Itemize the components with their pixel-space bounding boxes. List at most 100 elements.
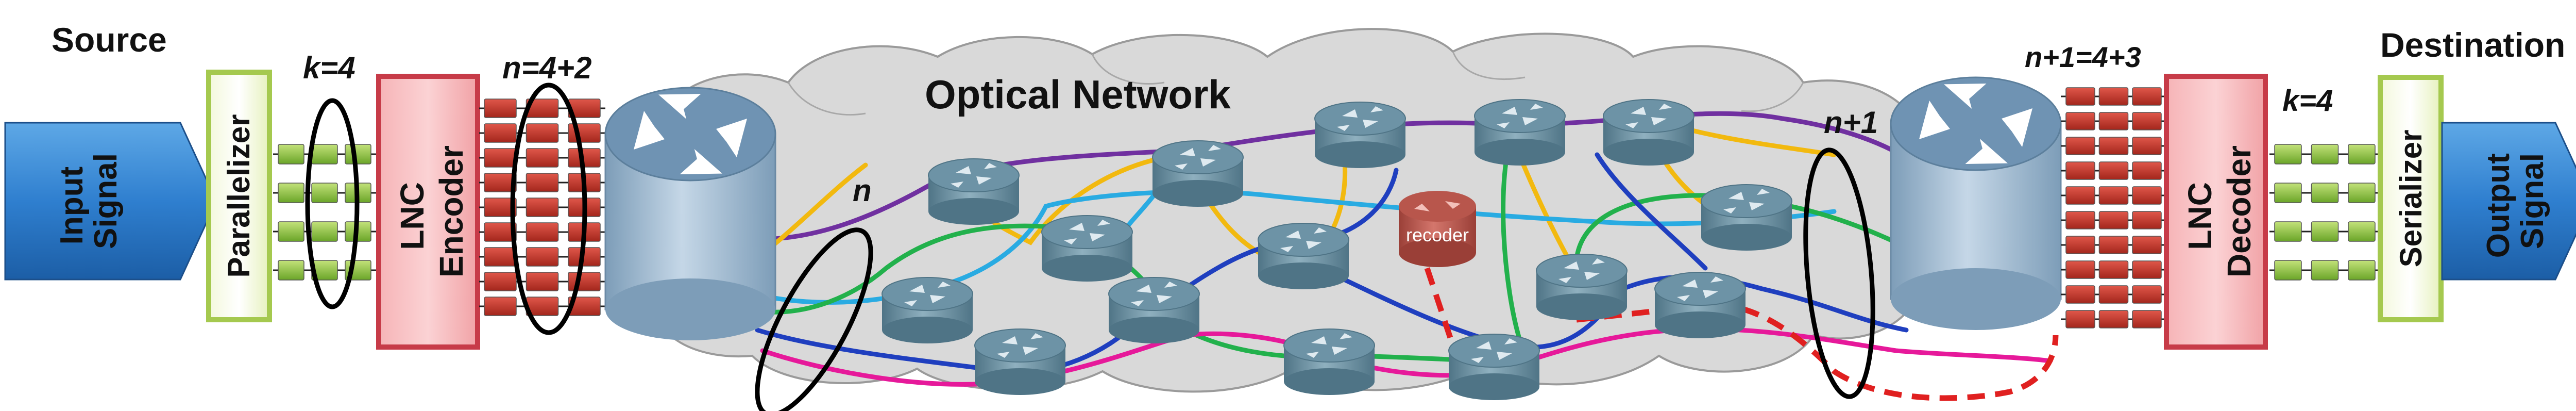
router-arrows-icon (1919, 84, 2032, 164)
green-packet (2348, 144, 2376, 165)
n-link-label: n (853, 173, 872, 208)
router-arrows-icon (1131, 282, 1177, 306)
source-label: Source (52, 21, 167, 59)
green-packet (2311, 221, 2339, 242)
output-signal-label-1: Output (2481, 153, 2516, 258)
n-encoder-label: n=4+2 (502, 51, 591, 85)
green-packet (345, 144, 371, 165)
optical-network-label: Optical Network (925, 72, 1231, 117)
red-packet (526, 272, 559, 291)
router-node (974, 328, 1066, 395)
red-packet (2098, 236, 2129, 254)
router-arrows-icon (1337, 106, 1383, 131)
lnc-encoder-block: LNC Encoder (376, 74, 480, 350)
recoder-label: recoder (1406, 224, 1469, 245)
router-arrows-icon (997, 333, 1043, 358)
red-packet (2132, 87, 2162, 106)
red-packet (2132, 285, 2162, 304)
source-router (604, 87, 776, 340)
network-routers (882, 99, 1792, 400)
router-arrows-icon (1723, 189, 1770, 213)
red-packet (568, 123, 601, 143)
parallelizer-label: Parallelizer (222, 114, 256, 278)
lnc-decoder-block: LNC Decoder (2164, 74, 2268, 350)
green-packet (2348, 221, 2376, 242)
red-packet (484, 297, 517, 316)
red-packet (2065, 161, 2095, 180)
red-packet (526, 198, 559, 217)
red-packet (484, 173, 517, 192)
router-arrows-icon (1306, 333, 1352, 358)
red-packet (484, 123, 517, 143)
red-packet (2132, 260, 2162, 279)
svg-text:LNC Encoder: LNC Encoder (394, 145, 470, 277)
red-packet (484, 98, 517, 118)
router-arrows-icon (634, 94, 747, 174)
red-packet (2065, 310, 2095, 328)
red-packet (2065, 186, 2095, 205)
red-packet (568, 297, 601, 316)
red-packet (2132, 186, 2162, 205)
router-arrows-icon (1497, 104, 1543, 128)
router-node (1041, 215, 1133, 282)
n-plus-1-label: n+1 (1824, 105, 1878, 140)
router-arrows-icon (1677, 276, 1723, 301)
green-packet (2311, 183, 2339, 203)
red-packet (484, 272, 517, 291)
red-packet (484, 198, 517, 217)
k-input-label: k=4 (303, 51, 355, 85)
green-packet (311, 221, 338, 242)
cloud-folds (664, 51, 1804, 146)
green-packet (2274, 221, 2302, 242)
router-arrows-icon (1175, 145, 1221, 170)
red-packet (2098, 260, 2129, 279)
red-packet (484, 222, 517, 242)
green-packet (311, 144, 338, 165)
lnc-encoder-label-1: LNC (394, 182, 431, 250)
router-node (1536, 254, 1628, 320)
recoder-arrows-icon (1414, 201, 1461, 211)
input-signal-label-2: Signal (88, 153, 124, 249)
output-signal-arrow: Output Signal (2441, 122, 2576, 281)
router-node (928, 158, 1020, 225)
router-arrows-icon (951, 163, 997, 188)
green-packet (2348, 183, 2376, 203)
svg-text:LNC Decoder: LNC Decoder (2181, 145, 2258, 277)
green-packet (278, 183, 304, 203)
router-node (1448, 334, 1540, 400)
lnc-decoder-label-2: Decoder (2221, 145, 2258, 277)
red-packet (2065, 211, 2095, 229)
parallelizer-block: Parallelizer (206, 70, 272, 322)
red-packet (2098, 137, 2129, 155)
router-arrows-icon (1558, 258, 1605, 283)
red-packet (2098, 285, 2129, 304)
green-packet (311, 183, 338, 203)
output-packets (2269, 144, 2380, 281)
router-node (1474, 99, 1566, 166)
input-packets (273, 144, 376, 281)
red-packet (2132, 137, 2162, 155)
green-packet (2274, 183, 2302, 203)
router-arrows-icon (1280, 227, 1327, 252)
red-packet (2098, 211, 2129, 229)
red-packet (526, 123, 559, 143)
destination-router (1890, 76, 2062, 330)
router-node (1701, 184, 1792, 251)
red-packet (2065, 285, 2095, 304)
output-signal-label-2: Signal (2515, 153, 2550, 249)
red-packet (2065, 137, 2095, 155)
input-signal-label-1: Input (54, 167, 90, 245)
green-packet (278, 144, 304, 165)
red-packet (2132, 211, 2162, 229)
svg-text:Output Signal: Output Signal (2481, 144, 2550, 258)
received-packets (2061, 87, 2166, 328)
red-packet (2065, 260, 2095, 279)
input-signal-arrow: Input Signal (4, 122, 217, 281)
red-packet (2098, 87, 2129, 106)
router-node (1283, 328, 1375, 395)
n-encoder-ellipse (510, 83, 587, 335)
k-output-label: k=4 (2282, 84, 2333, 118)
red-packet (526, 173, 559, 192)
router-node (882, 277, 973, 343)
